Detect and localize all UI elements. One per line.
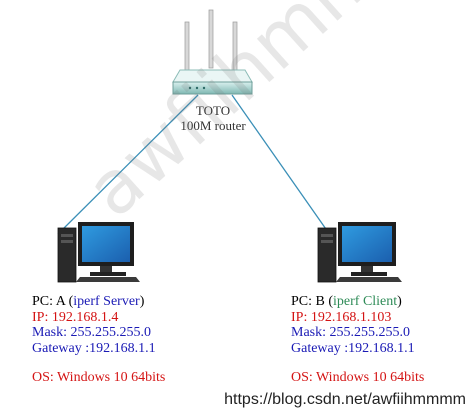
pc-a-ip: IP: 192.168.1.4: [32, 309, 119, 325]
pc-b-role: iperf Client: [333, 294, 398, 309]
pc-b-ip: IP: 192.168.1.103: [291, 309, 392, 325]
link-router-to-pc-b: [231, 94, 329, 233]
router-label: TOTO 100M router: [153, 103, 273, 133]
pc-a-icon: [57, 222, 140, 283]
link-router-to-pc-a: [57, 94, 199, 235]
router-name: TOTO: [195, 103, 231, 118]
pc-a-role: iperf Server: [73, 294, 140, 309]
pc-a-info: PC: A (iperf Server) IP: 192.168.1.4 Mas…: [32, 294, 165, 386]
pc-b-os: OS: Windows 10 64bits: [291, 370, 425, 385]
pc-a-os: OS: Windows 10 64bits: [32, 370, 166, 385]
pc-a-title: PC: A (iperf Server): [32, 294, 145, 309]
router-type: 100M router: [180, 118, 246, 133]
router-icon: [172, 9, 253, 95]
footer-url[interactable]: https://blog.csdn.net/awfiihmmmm: [224, 391, 466, 408]
pc-a-mask: Mask: 255.255.255.0: [32, 325, 151, 340]
pc-b-icon: [317, 222, 402, 283]
pc-b-title: PC: B (iperf Client): [291, 294, 402, 309]
pc-b-mask: Mask: 255.255.255.0: [291, 325, 410, 340]
pc-a-gateway: Gateway :192.168.1.1: [32, 340, 156, 356]
pc-b-gateway: Gateway :192.168.1.1: [291, 340, 415, 356]
pc-b-info: PC: B (iperf Client) IP: 192.168.1.103 M…: [291, 294, 424, 386]
